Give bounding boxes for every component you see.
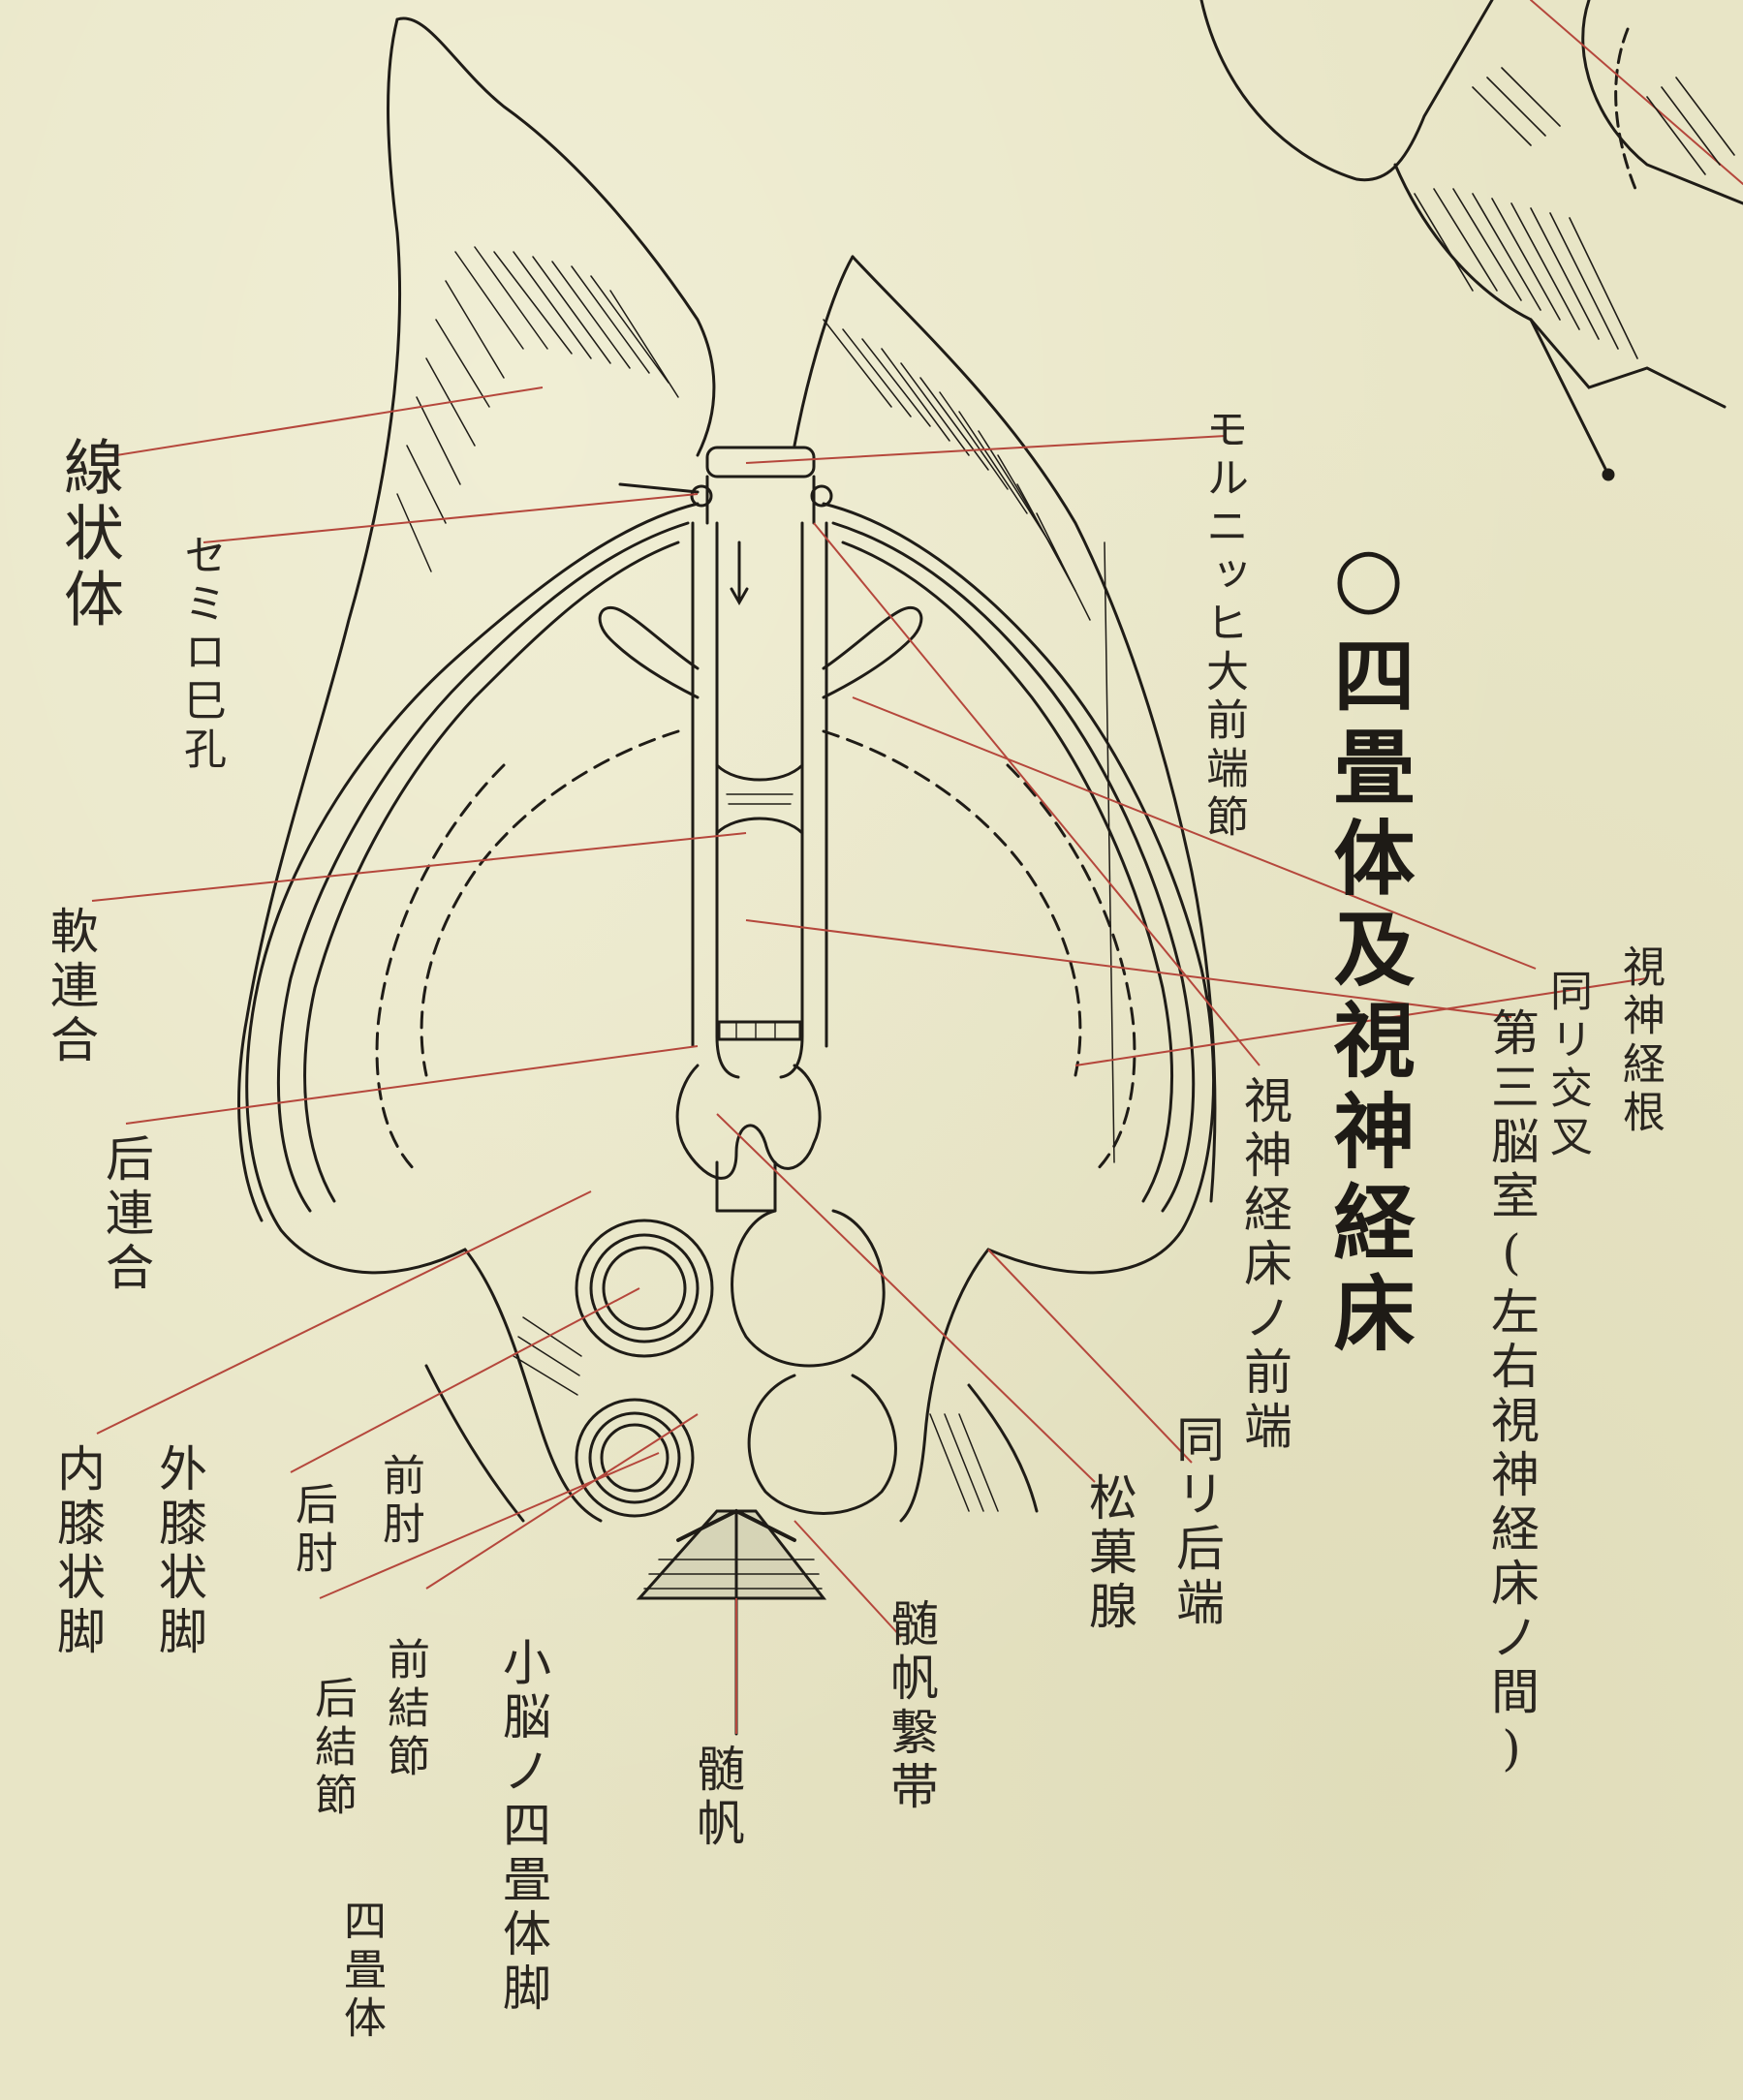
anterior-commissure [620, 448, 831, 602]
label-thalamus-posterior-end: 同リ后端 [1172, 1414, 1221, 1631]
label-thalamus-anterior-end: 視神経床ノ前端 [1240, 1075, 1289, 1455]
label-velum-frenulum: 髄帆繋帯 [887, 1598, 935, 1815]
velum-medullare [639, 1511, 824, 1734]
corpora-quadrigemina [576, 1211, 895, 1516]
posterior-commissure [677, 1065, 820, 1211]
label-posterior-tubercle: 后結節 [310, 1676, 353, 1821]
partial-figure-top-right [1201, 0, 1743, 479]
label-lateral-geniculate: 外膝状脚 [155, 1443, 203, 1660]
label-corpus-striatum: 線状体 [58, 436, 118, 633]
corpus-striatum-left [239, 18, 714, 1220]
label-quadrigemina: 四畳体 [339, 1899, 382, 2044]
label-pineal-gland: 松菓腺 [1085, 1472, 1134, 1635]
label-velum: 髄帆 [693, 1744, 741, 1852]
label-anterior-brachium: 前肘 [378, 1453, 420, 1550]
label-optic-chiasm: 同リ交叉 [1545, 969, 1588, 1162]
label-soft-commissure: 軟連合 [47, 906, 95, 1068]
label-medial-geniculate: 内膝状脚 [53, 1443, 102, 1660]
label-monro-anterior-node: モルニッヒ大前端節 [1201, 407, 1244, 843]
label-posterior-commissure: 后連合 [102, 1133, 150, 1296]
corpus-striatum-right [794, 257, 1215, 1201]
label-cerebellar-peduncle: 小脳ノ四畳体脚 [499, 1637, 547, 2017]
label-posterior-brachium: 后肘 [291, 1482, 333, 1579]
page-title: ○四畳体及視神経床 [1327, 528, 1409, 1362]
optic-nerve-roots [600, 607, 921, 697]
thalamus-right [824, 504, 1214, 1273]
third-ventricle [693, 523, 826, 1077]
label-third-ventricle: 第三脳室(左右視神経床ノ間) [1487, 1007, 1536, 1782]
thalamus-left [247, 504, 698, 1273]
label-anterior-tubercle: 前結節 [383, 1637, 425, 1782]
label-monro-foramen: セミロ巳孔 [179, 533, 222, 775]
label-optic-nerve-root: 視神経根 [1618, 944, 1661, 1138]
